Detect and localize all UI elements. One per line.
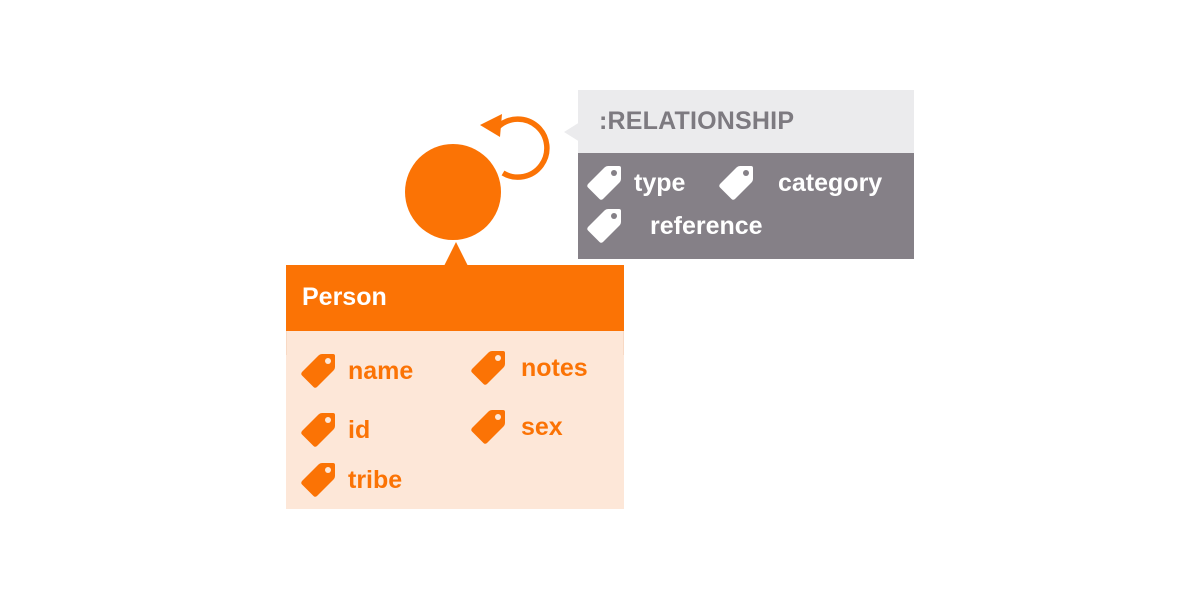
entity-card-person[interactable]: Person name notes id	[286, 265, 624, 509]
tag-icon	[471, 351, 505, 385]
entity-property-notes[interactable]: notes	[470, 349, 588, 387]
relationship-properties: type category reference	[578, 153, 914, 259]
tag-icon	[301, 463, 335, 497]
property-label: category	[778, 168, 883, 197]
property-label: sex	[521, 412, 563, 441]
self-loop-arrow-icon	[480, 114, 550, 180]
tag-icon	[587, 166, 621, 200]
property-label: notes	[521, 353, 588, 382]
tag-icon	[301, 413, 335, 447]
relationship-property-reference[interactable]: reference	[586, 207, 763, 245]
tag-icon	[719, 166, 753, 200]
entity-property-tribe[interactable]: tribe	[300, 461, 402, 499]
entity-properties: name notes id sex	[286, 331, 624, 509]
property-label: id	[348, 415, 371, 444]
tag-icon	[301, 354, 335, 388]
relationship-property-category[interactable]: category	[718, 164, 882, 202]
entity-property-id[interactable]: id	[300, 411, 370, 449]
entity-property-sex[interactable]: sex	[470, 408, 563, 446]
tag-icon	[587, 209, 621, 243]
relationship-property-type[interactable]: type	[586, 164, 685, 202]
node-circle[interactable]	[405, 144, 501, 240]
property-label: name	[348, 356, 414, 385]
entity-property-name[interactable]: name	[300, 352, 413, 390]
body-band	[286, 331, 624, 355]
relationship-pointer-triangle	[564, 122, 580, 142]
tag-icon	[471, 410, 505, 444]
entity-title: Person	[286, 265, 624, 331]
property-label: tribe	[348, 465, 403, 494]
node-pointer-triangle	[444, 242, 468, 266]
property-label: type	[634, 168, 686, 197]
relationship-card[interactable]: :RELATIONSHIP type category reference	[578, 90, 914, 259]
relationship-title: :RELATIONSHIP	[578, 90, 914, 153]
property-label: reference	[650, 211, 763, 240]
